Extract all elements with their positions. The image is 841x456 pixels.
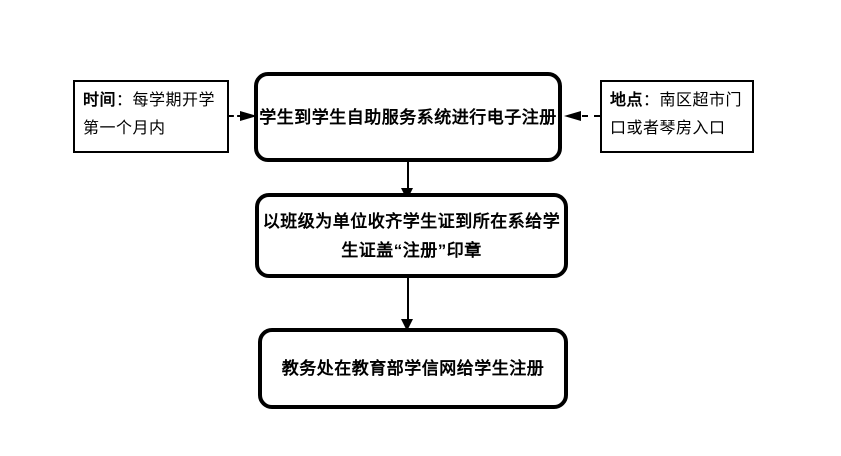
location-arrow-line — [582, 115, 600, 117]
step-stamp-text-line2: 生证盖“注册”印章 — [341, 240, 482, 260]
step-moe-registration-box: 教务处在教育部学信网给学生注册 — [258, 328, 568, 409]
arrowhead-right-icon — [240, 111, 257, 121]
step-electronic-registration-box: 学生到学生自助服务系统进行电子注册 — [254, 72, 562, 162]
time-note-text: ：每学期开学第一个月内 — [83, 92, 216, 137]
arrow-step2-step3-line — [407, 277, 409, 320]
location-note-box: 地点：南区超市门口或者琴房入口 — [600, 80, 754, 153]
step-moe-registration-text: 教务处在教育部学信网给学生注册 — [281, 359, 545, 378]
step-electronic-registration-text: 学生到学生自助服务系统进行电子注册 — [259, 107, 557, 127]
arrow-step1-step2-line — [407, 162, 409, 189]
time-arrow-line — [229, 115, 242, 117]
step-stamp-box: 以班级为单位收齐学生证到所在系给学 生证盖“注册”印章 — [255, 193, 568, 278]
location-note-text: ：南区超市门口或者琴房入口 — [610, 92, 743, 137]
time-note-label: 时间 — [83, 92, 117, 109]
location-note-label: 地点 — [610, 92, 644, 109]
arrowhead-left-icon — [564, 111, 581, 121]
time-note-box: 时间：每学期开学第一个月内 — [73, 80, 229, 153]
step-stamp-text-line1: 以班级为单位收齐学生证到所在系给学 — [262, 211, 561, 231]
